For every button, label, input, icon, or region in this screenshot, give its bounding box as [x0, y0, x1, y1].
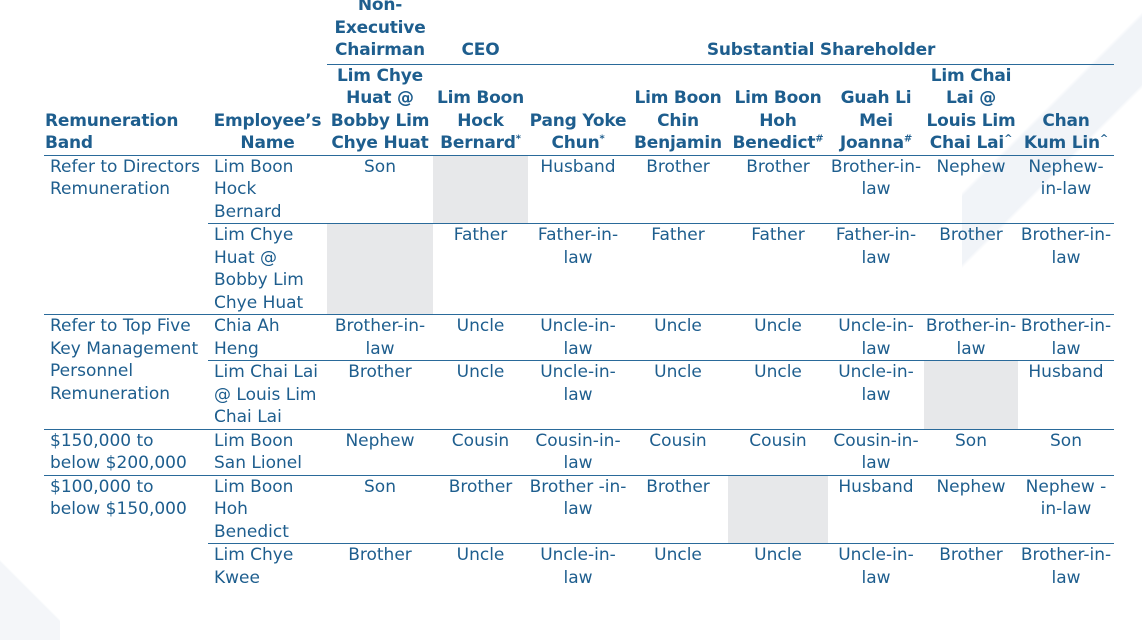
header-person: Lim Boon Chin Benjamin	[628, 64, 728, 156]
header-person: Lim Chye Huat @ Bobby Lim Chye Huat	[327, 64, 433, 156]
band-100k: $100,000 to below $150,000	[44, 474, 208, 589]
relation-cell: Son	[327, 474, 433, 544]
header-person: Pang Yoke Chun*	[528, 64, 628, 156]
table-row: Lim Chye Huat @ Bobby Lim Chye Huat Fath…	[44, 223, 1114, 315]
relation-cell: Cousin	[433, 428, 528, 475]
header-person: Lim Chai Lai @ Louis Lim Chai Lai^	[924, 64, 1018, 156]
role-substantial-shareholder: Substantial Shareholder	[528, 0, 1114, 65]
relation-cell: Brother-in-law	[327, 314, 433, 361]
relation-cell: Brother-in-law	[1018, 314, 1114, 361]
relation-cell: Brother	[646, 156, 710, 177]
relation-cell: Father-in-law	[528, 223, 628, 315]
relation-cell: Cousin-in-law	[828, 428, 924, 475]
relation-cell: Uncle	[728, 314, 828, 361]
relation-cell: Brother	[924, 223, 1018, 315]
relation-cell: Uncle	[433, 360, 528, 429]
relation-cell: Brother-in-law	[1018, 543, 1114, 589]
relation-cell: Cousin	[628, 428, 728, 475]
relation-cell: Brother-in-law	[1018, 223, 1114, 315]
relation-cell: Uncle	[728, 360, 828, 429]
header-person: Guah Li Mei Joanna#	[828, 64, 924, 156]
role-ceo: CEO	[433, 0, 528, 65]
employee-name: Lim Chai Lai @ Louis Lim Chai Lai	[208, 360, 327, 429]
relation-cell: Uncle-in-law	[828, 314, 924, 361]
employee-name: Lim Boon San Lionel	[208, 428, 327, 475]
relation-cell: Father	[433, 223, 528, 315]
relation-cell: Husband	[540, 156, 616, 177]
relation-cell: Brother-in-law	[924, 314, 1018, 361]
relation-cell: Brother	[628, 474, 728, 544]
relation-cell: Brother	[327, 543, 433, 589]
relation-cell: Nephew	[327, 428, 433, 475]
table-row: Refer to Top Five Key Management Personn…	[44, 314, 1114, 429]
relationship-table: Non-Executive Chairman CEO Substantial S…	[44, 0, 1114, 589]
role-chairman: Non-Executive Chairman	[327, 0, 433, 65]
relation-cell: Uncle	[433, 543, 528, 589]
relation-cell: Uncle	[728, 543, 828, 589]
relation-cell: Father	[628, 223, 728, 315]
relation-cell: Uncle-in-law	[528, 543, 628, 589]
relation-cell: Father	[728, 223, 828, 315]
relation-cell: Father-in-law	[828, 223, 924, 315]
relation-cell: Uncle	[628, 314, 728, 361]
header-person: Lim Boon Hock Bernard*	[433, 64, 528, 156]
header-person: Chan Kum Lin^	[1018, 64, 1114, 156]
header-remuneration-band: Remuneration Band	[44, 64, 208, 156]
relation-cell: Son	[1018, 428, 1114, 475]
employee-name: Chia Ah Heng	[208, 314, 327, 361]
relation-cell: Brother -in-law	[528, 474, 628, 544]
relation-cell: Nephew	[924, 474, 1018, 544]
employee-name: Lim Boon Hock Bernard	[214, 156, 294, 222]
relation-cell: Uncle-in-law	[828, 543, 924, 589]
shaded-cell	[924, 360, 1018, 429]
table-row: Lim Chai Lai @ Louis Lim Chai Lai Brothe…	[44, 360, 1114, 429]
band-150k: $150,000 to below $200,000	[44, 428, 208, 475]
relation-cell: Uncle	[433, 314, 528, 361]
employee-name: Lim Chye Kwee	[208, 543, 327, 589]
relation-cell: Husband	[1018, 360, 1114, 429]
band-directors: Refer to Directors Remuneration	[50, 156, 200, 200]
relation-cell: Brother	[327, 360, 433, 429]
relation-cell: Son	[924, 428, 1018, 475]
header-person: Lim Boon Hoh Benedict#	[728, 64, 828, 156]
relation-cell: Nephew -in-law	[1018, 474, 1114, 544]
name-header-row: Remuneration Band Employee’s Name Lim Ch…	[44, 64, 1114, 156]
role-header-row: Non-Executive Chairman CEO Substantial S…	[44, 0, 1114, 65]
relation-cell: Brother	[433, 474, 528, 544]
relation-cell: Son	[364, 156, 396, 177]
relation-cell: Uncle-in-law	[828, 360, 924, 429]
relation-cell: Nephew	[936, 156, 1006, 177]
relation-cell: Brother	[924, 543, 1018, 589]
table-row: Refer to Directors Remuneration Lim Boon…	[44, 155, 1114, 224]
header-employee-name: Employee’s Name	[208, 64, 327, 156]
employee-name: Lim Boon Hoh Benedict	[208, 474, 327, 544]
shaded-cell	[728, 474, 828, 544]
table-row: $100,000 to below $150,000 Lim Boon Hoh …	[44, 474, 1114, 589]
relation-cell: Uncle-in-law	[528, 314, 628, 361]
table-row: $150,000 to below $200,000 Lim Boon San …	[44, 428, 1114, 475]
relation-cell: Uncle-in-law	[528, 360, 628, 429]
relation-cell: Cousin-in-law	[528, 428, 628, 475]
employee-name: Lim Chye Huat @ Bobby Lim Chye Huat	[208, 223, 327, 315]
table-row: Lim Chye Kwee Brother Uncle Uncle-in-law…	[44, 543, 1114, 589]
band-top-five: Refer to Top Five Key Management Personn…	[44, 314, 208, 429]
relation-cell: Brother-in-law	[830, 156, 922, 200]
relation-cell: Husband	[828, 474, 924, 544]
relation-cell: Cousin	[728, 428, 828, 475]
relation-cell: Uncle	[628, 360, 728, 429]
shaded-cell	[327, 223, 433, 315]
relation-cell: Nephew-in-law	[1028, 156, 1104, 200]
relation-cell: Brother	[746, 156, 810, 177]
shaded-cell	[433, 155, 528, 224]
relation-cell: Uncle	[628, 543, 728, 589]
